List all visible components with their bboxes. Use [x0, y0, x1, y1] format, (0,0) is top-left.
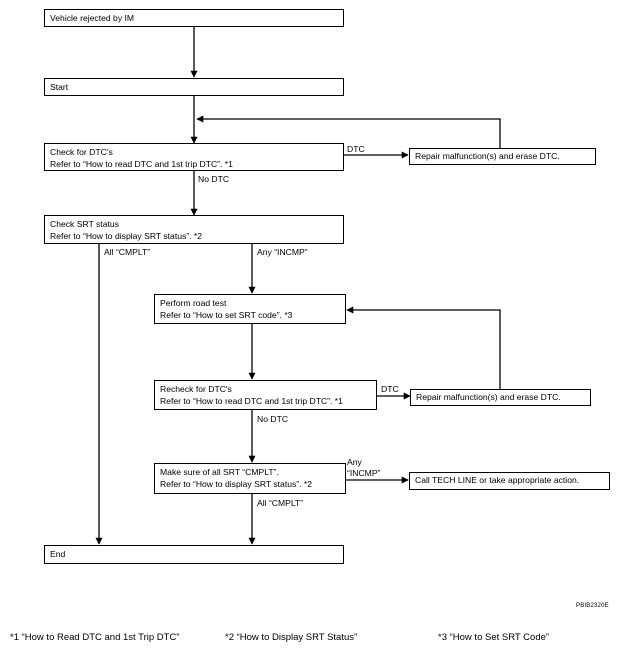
box-text: Start [50, 82, 69, 92]
label-no-dtc-1: No DTC [198, 174, 230, 184]
label-dtc-1: DTC [347, 144, 365, 154]
box-end: End [44, 545, 344, 564]
box-check-dtc: Check for DTC's Refer to “How to read DT… [44, 143, 344, 171]
footnote-1: *1 “How to Read DTC and 1st Trip DTC” [10, 632, 180, 643]
box-text: Refer to “How to set SRT code”. *3 [160, 310, 293, 320]
box-text: Make sure of all SRT “CMPLT”. [160, 467, 279, 477]
label-any-incmp-2b: “INCMP” [347, 468, 381, 478]
box-text: Check for DTC's [50, 147, 113, 157]
box-text: Refer to “How to read DTC and 1st trip D… [50, 159, 233, 169]
box-repair-2: Repair malfunction(s) and erase DTC. [410, 389, 591, 406]
box-make-sure-cmplt: Make sure of all SRT “CMPLT”. Refer to “… [154, 463, 346, 494]
loop-repair1-return [196, 115, 501, 150]
box-text: Refer to “How to display SRT status”. *2 [50, 231, 203, 241]
loop-repair2-return [346, 306, 501, 389]
label-all-cmplt-1: All “CMPLT” [104, 247, 151, 257]
box-text: Vehicle rejected by IM [50, 13, 135, 23]
footnote-2: *2 “How to Display SRT Status” [225, 632, 358, 643]
label-any-incmp-1: Any “INCMP” [257, 247, 308, 257]
footnote-3: *3 “How to Set SRT Code” [438, 632, 550, 643]
box-recheck-dtc: Recheck for DTC's Refer to “How to read … [154, 380, 377, 410]
box-text: Refer to “How to read DTC and 1st trip D… [160, 396, 343, 406]
box-road-test: Perform road test Refer to “How to set S… [154, 294, 346, 324]
box-check-srt: Check SRT status Refer to “How to displa… [44, 215, 344, 244]
box-repair-1: Repair malfunction(s) and erase DTC. [409, 148, 596, 165]
box-tech-line: Call TECH LINE or take appropriate actio… [409, 472, 610, 490]
box-text: Check SRT status [50, 219, 119, 229]
label-all-cmplt-2: All “CMPLT” [257, 498, 304, 508]
box-text: Perform road test [160, 298, 227, 308]
box-text: Refer to “How to display SRT status”. *2 [160, 479, 313, 489]
box-text: Repair malfunction(s) and erase DTC. [415, 151, 560, 161]
figure-code: PBIB2320E [576, 603, 609, 609]
label-any-incmp-2a: Any [347, 457, 362, 467]
box-text: Call TECH LINE or take appropriate actio… [415, 475, 580, 485]
box-text: Repair malfunction(s) and erase DTC. [416, 392, 561, 402]
box-vehicle-rejected: Vehicle rejected by IM [44, 9, 344, 27]
box-text: Recheck for DTC's [160, 384, 232, 394]
label-dtc-2: DTC [381, 384, 399, 394]
box-start: Start [44, 78, 344, 96]
box-text: End [50, 549, 66, 559]
label-no-dtc-2: No DTC [257, 414, 289, 424]
